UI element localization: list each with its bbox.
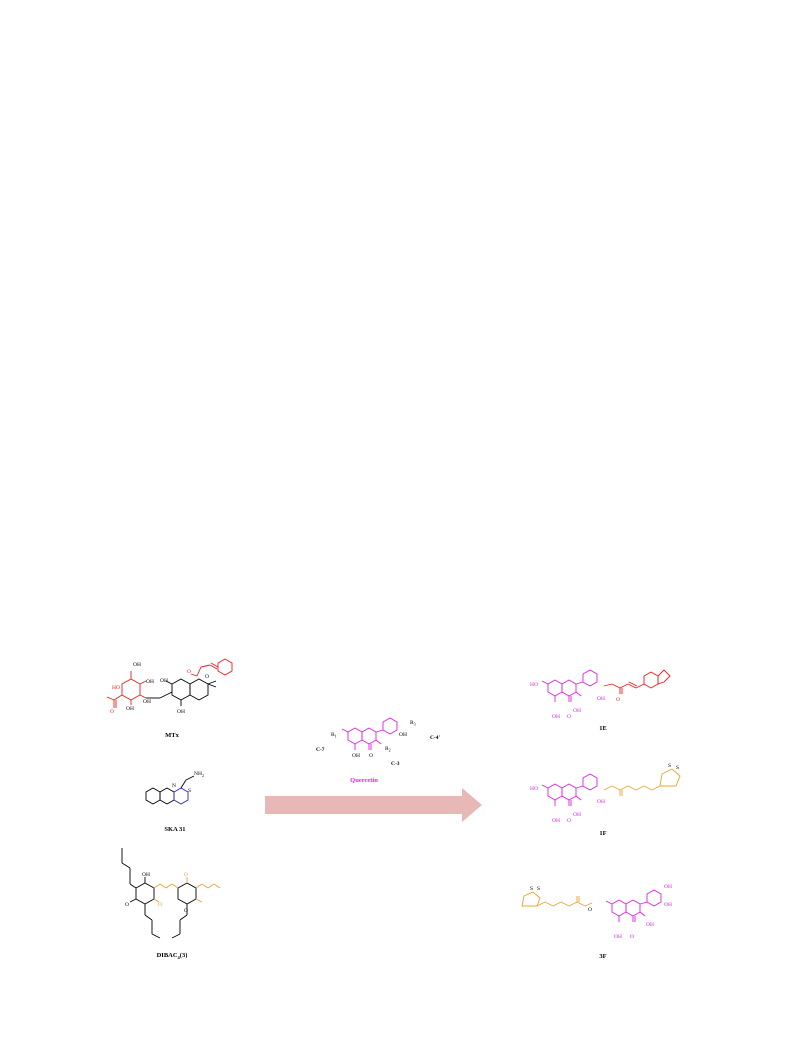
mtx-o-label: O — [205, 674, 209, 680]
ska-s-label: S — [188, 788, 191, 794]
dibac-o-label: O — [158, 902, 162, 908]
oh-label: OH — [646, 922, 654, 928]
ska31-label: SKA 31 — [164, 826, 185, 833]
dibac-label: DIBAC4(3) — [157, 952, 188, 960]
dibac-oh-label: OH — [142, 872, 150, 878]
mtx-structure: OH OH HO O OH OH OH O O OH MTx — [106, 658, 233, 739]
ska-nh2-label: NH2 — [194, 771, 204, 778]
o-label: O — [630, 934, 634, 940]
mtx-o-label: O — [110, 709, 114, 715]
oh-label: OH — [597, 799, 605, 805]
oh-label: HO — [530, 682, 538, 688]
r2-label: R2 — [385, 746, 391, 753]
s-label: S — [537, 886, 540, 892]
o-label: O — [567, 818, 571, 824]
o-label: O — [616, 697, 620, 703]
r3-label: R3 — [410, 720, 416, 727]
oh-label: OH — [573, 812, 581, 818]
ska-n-label: N — [172, 783, 176, 789]
mtx-oh-label: OH — [160, 678, 168, 684]
oh-label: OH — [573, 708, 581, 714]
o-label: O — [588, 907, 592, 913]
pos-c3: C-3 — [391, 761, 400, 767]
s-label: S — [530, 886, 533, 892]
s-label: S — [668, 763, 671, 769]
compound-1f-structure: HO OH OH OH O S S 1F — [530, 763, 681, 837]
mtx-ho-label: HO — [112, 685, 120, 691]
pos-c7: C-7 — [316, 747, 325, 753]
quercetin-label: Quercetin — [350, 777, 378, 784]
mtx-oh-label: OH — [133, 662, 141, 668]
mtx-oh-label: OH — [143, 699, 151, 705]
oh-label: OH — [552, 714, 560, 720]
compound-1e-label: 1E — [599, 725, 607, 732]
quercetin-structure: R1 R3 R2 OH OH O C-7 C-3 C-4' Quercetin — [316, 717, 441, 784]
pos-c4p: C-4' — [430, 735, 441, 741]
mtx-oh-label: OH — [146, 679, 154, 685]
compound-1f-label: 1F — [599, 830, 606, 837]
dibac-o-label: O — [184, 872, 188, 878]
o-label: O — [567, 714, 571, 720]
oh-label: OH — [552, 818, 560, 824]
mtx-oh-label: OH — [177, 709, 185, 715]
oh-label: OH — [664, 902, 672, 908]
oh-label: OH — [664, 884, 672, 890]
oh-label: OH — [614, 934, 622, 940]
compound-3f-label: 3F — [599, 953, 606, 960]
mtx-label: MTx — [165, 732, 179, 739]
dibac-structure: OH O O O O DIBAC4(3) — [121, 848, 221, 960]
compound-3f-structure: S S O OH OH OH OH O 3F — [521, 884, 672, 960]
mtx-oh-label: OH — [126, 706, 134, 712]
quercetin-oh-label: OH — [399, 732, 407, 738]
s-label: S — [676, 765, 679, 771]
mtx-o-label: O — [187, 669, 191, 675]
oh-label: OH — [597, 696, 605, 702]
dibac-o-label: O — [125, 902, 129, 908]
quercetin-o-label: O — [369, 753, 373, 759]
r1-label: R1 — [331, 732, 337, 739]
dibac-o-label: O — [184, 908, 188, 914]
oh-label: HO — [530, 786, 538, 792]
quercetin-oh-label: OH — [352, 753, 360, 759]
ska31-structure: N S NH2 SKA 31 — [145, 771, 204, 833]
reaction-arrow — [265, 788, 482, 822]
compound-1e-structure: HO OH OH OH O O 1E — [530, 669, 671, 732]
